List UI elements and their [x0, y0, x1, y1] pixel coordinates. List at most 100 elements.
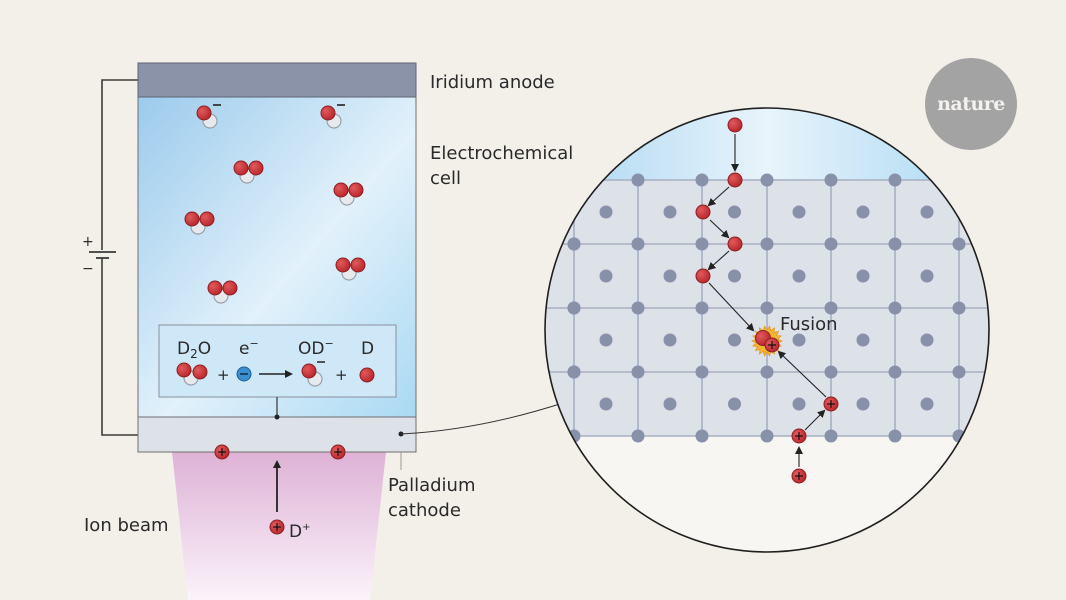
- eq-electron-label: e−: [239, 337, 259, 359]
- magnified-view: [545, 108, 989, 552]
- lattice-atom: [631, 173, 645, 187]
- diffusing-deuterium: [727, 236, 743, 252]
- lattice-atom: [824, 173, 838, 187]
- lattice-atom: [824, 429, 838, 443]
- lattice-atom: [760, 429, 774, 443]
- d2o-molecule: [207, 280, 238, 304]
- plus-charge-icon: [827, 400, 835, 408]
- plus-charge-icon: [218, 448, 226, 456]
- deuterium-atom: [320, 105, 336, 121]
- od-ion: [196, 104, 221, 129]
- diffusing-deuterium: [727, 117, 743, 133]
- deuterium-atom: [233, 160, 249, 176]
- d2o-molecule: [333, 182, 364, 206]
- eq-od-molecule: [301, 361, 325, 387]
- lattice-atom: [792, 397, 806, 411]
- deuterium-atom: [176, 362, 192, 378]
- deuterium-atom: [192, 364, 208, 380]
- lattice-atom: [663, 397, 677, 411]
- cell-label-line2: cell: [430, 168, 461, 189]
- deuterium-atom: [199, 211, 215, 227]
- lattice-atom: [567, 365, 581, 379]
- deuterium-atom: [348, 182, 364, 198]
- eq-plus-1: +: [217, 366, 230, 384]
- lattice-atom: [888, 237, 902, 251]
- deuterium-atom: [222, 280, 238, 296]
- implanted-deuteron: [791, 428, 807, 444]
- lattice-atom: [824, 365, 838, 379]
- lattice-atom: [824, 301, 838, 315]
- reaction-box: [158, 324, 397, 398]
- connector-dot: [274, 414, 280, 420]
- deuterium-atom: [196, 105, 212, 121]
- lattice-atom: [663, 333, 677, 347]
- deuterium-atom: [184, 211, 200, 227]
- eq-d2o-molecule: [176, 362, 208, 386]
- lattice-atom: [952, 237, 966, 251]
- implanted-deuteron: [791, 468, 807, 484]
- path-arrow: [707, 250, 730, 271]
- eq-plus-2: +: [335, 366, 348, 384]
- lattice-atom: [824, 237, 838, 251]
- lattice-atom: [888, 429, 902, 443]
- lattice-atom: [663, 205, 677, 219]
- deuterium-atom: [248, 160, 264, 176]
- lattice-atom: [663, 269, 677, 283]
- lattice-atom: [792, 269, 806, 283]
- lattice-atom: [952, 365, 966, 379]
- lattice-atom: [856, 269, 870, 283]
- fusion-label: Fusion: [780, 314, 838, 335]
- lattice-atom: [920, 333, 934, 347]
- lattice-atom: [599, 397, 613, 411]
- lattice-atom: [631, 429, 645, 443]
- lattice-atom: [888, 173, 902, 187]
- lattice-atom: [631, 301, 645, 315]
- eq-d-label: D: [361, 339, 374, 359]
- lattice-atom: [760, 301, 774, 315]
- lattice-atom: [952, 301, 966, 315]
- path-arrow: [708, 282, 755, 332]
- lattice-atom: [888, 365, 902, 379]
- od-ion: [320, 104, 345, 129]
- magnified-circle-border: [544, 107, 990, 553]
- lattice-atom: [599, 333, 613, 347]
- lattice-atom: [920, 397, 934, 411]
- cell-label-line1: Electrochemical: [430, 143, 573, 164]
- diffusing-deuterium: [695, 268, 711, 284]
- lattice-atom: [888, 301, 902, 315]
- plus-charge-icon: [795, 432, 803, 440]
- eq-d-atom: [359, 367, 375, 383]
- nature-logo: nature: [925, 58, 1017, 150]
- fusion-event: [751, 325, 783, 357]
- lattice-atom: [567, 301, 581, 315]
- plus-charge-icon: [334, 448, 342, 456]
- iridium-anode: [137, 62, 417, 98]
- plus-charge-icon: [273, 523, 281, 531]
- path-arrow: [707, 186, 730, 207]
- lattice-atom: [728, 397, 741, 411]
- lattice-atom: [920, 269, 934, 283]
- palladium-cathode: [137, 416, 417, 453]
- d2o-molecule: [335, 257, 366, 281]
- lattice-atom: [695, 365, 709, 379]
- eq-od-label: OD−: [298, 337, 334, 359]
- path-arrow: [709, 219, 730, 239]
- nature-logo-text: nature: [937, 93, 1005, 115]
- beam-deuteron: [269, 519, 285, 535]
- lattice-atom: [760, 237, 774, 251]
- lattice-atom: [695, 173, 709, 187]
- lattice-atom: [631, 365, 645, 379]
- cathode-label-line1: Palladium: [388, 475, 475, 496]
- plus-charge-icon: [795, 472, 803, 480]
- lattice-atom: [599, 269, 613, 283]
- battery-minus-sign: −: [82, 261, 94, 277]
- lattice-atom: [695, 237, 709, 251]
- deuterium-atom: [301, 363, 317, 379]
- circuit-wire: [101, 79, 138, 436]
- lattice-atom: [599, 205, 613, 219]
- zoom-connector: [400, 401, 567, 435]
- battery-plus-sign: +: [82, 234, 94, 250]
- lattice-atom: [760, 173, 774, 187]
- eq-d2o-label: D2O: [177, 339, 211, 361]
